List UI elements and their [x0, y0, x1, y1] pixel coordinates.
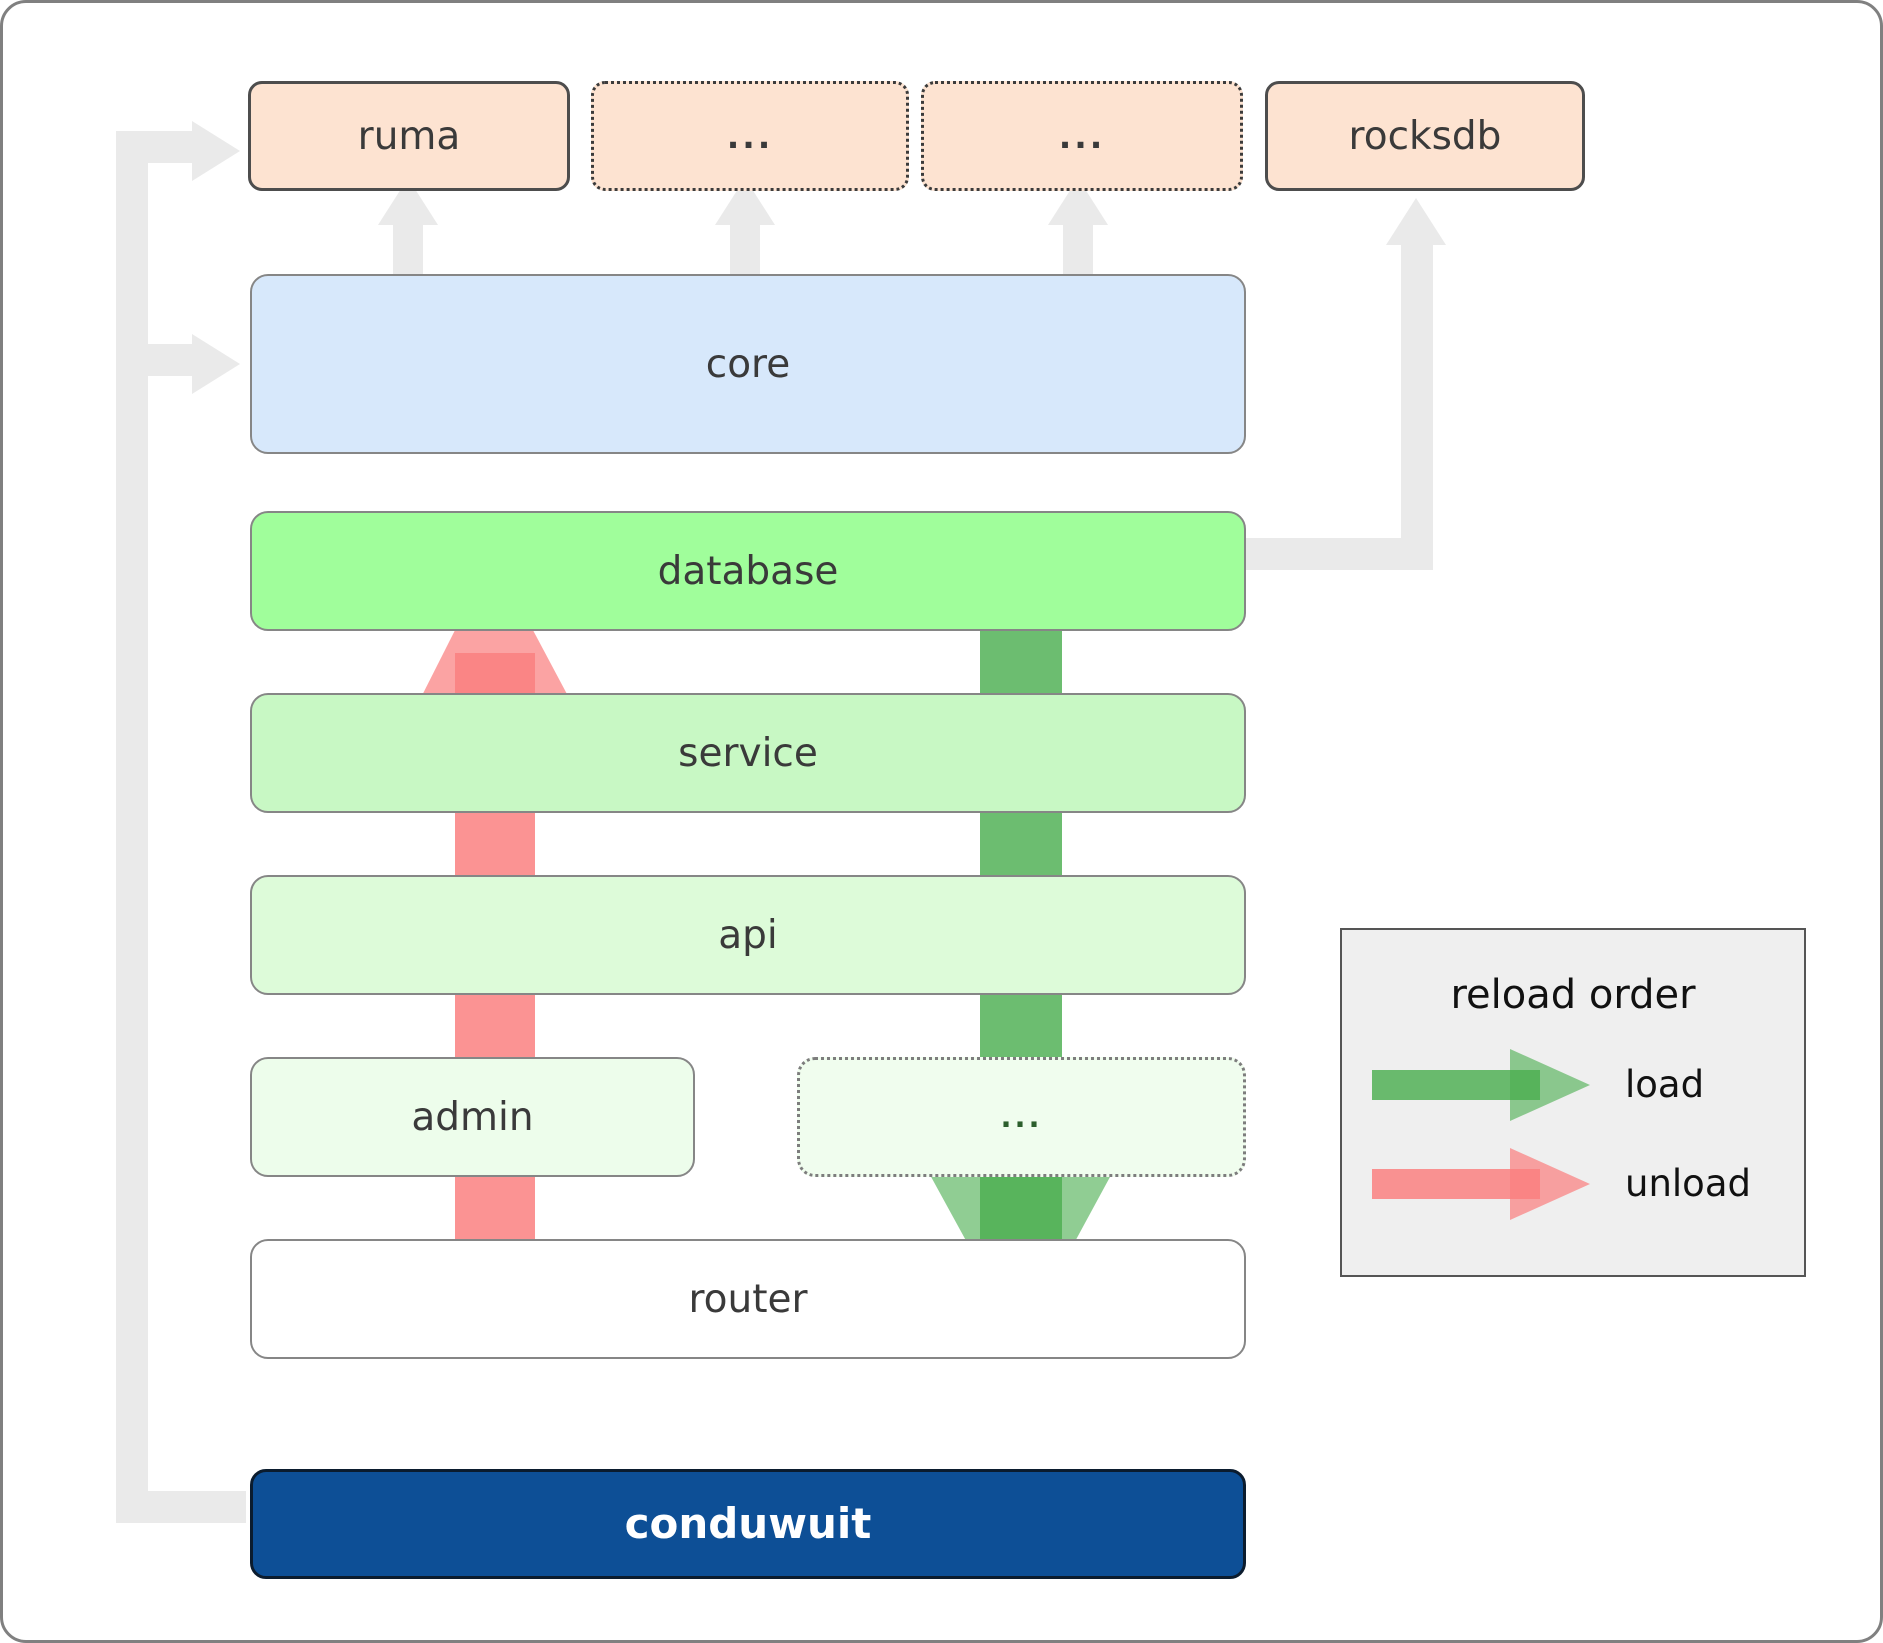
- layer-label-admin: admin: [411, 1094, 534, 1140]
- layer-label-core: core: [705, 341, 791, 387]
- dep-box-rocksdb[interactable]: rocksdb: [1265, 81, 1585, 191]
- app-label-conduwuit: conduwuit: [624, 1499, 872, 1548]
- legend-panel: reload order load unload: [1340, 928, 1806, 1277]
- legend-load-arrow: [1372, 1049, 1590, 1121]
- dep-box-ellipsis-2[interactable]: ...: [921, 81, 1243, 191]
- layer-box-api[interactable]: api: [250, 875, 1246, 995]
- layer-box-core[interactable]: core: [250, 274, 1246, 454]
- app-box-conduwuit[interactable]: conduwuit: [250, 1469, 1246, 1579]
- layer-box-admin[interactable]: admin: [250, 1057, 695, 1177]
- layer-box-service[interactable]: service: [250, 693, 1246, 813]
- dep-label-ellipsis-2: ...: [1058, 116, 1106, 156]
- grey-connector-bus: [116, 121, 246, 1523]
- layer-box-router[interactable]: router: [250, 1239, 1246, 1359]
- grey-uses-arrows: [378, 178, 1446, 570]
- legend-unload-arrow: [1372, 1148, 1590, 1220]
- legend-label-unload: unload: [1625, 1162, 1751, 1205]
- dep-label-rocksdb: rocksdb: [1348, 113, 1502, 159]
- layer-label-api: api: [718, 912, 778, 958]
- layer-label-database: database: [657, 548, 839, 594]
- legend-label-load: load: [1625, 1063, 1705, 1106]
- layer-box-database[interactable]: database: [250, 511, 1246, 631]
- legend-title: reload order: [1450, 972, 1696, 1018]
- layer-label-ellipsis: ...: [1000, 1099, 1043, 1134]
- dep-box-ruma[interactable]: ruma: [248, 81, 570, 191]
- legend-arrow-graphics: [1372, 1049, 1590, 1220]
- dep-box-ellipsis-1[interactable]: ...: [591, 81, 909, 191]
- dep-label-ruma: ruma: [357, 113, 461, 159]
- dep-label-ellipsis-1: ...: [726, 116, 774, 156]
- layer-label-service: service: [678, 730, 818, 776]
- layer-label-router: router: [688, 1276, 808, 1322]
- connector-layer: [116, 121, 1446, 1523]
- layer-box-ellipsis[interactable]: ...: [797, 1057, 1246, 1177]
